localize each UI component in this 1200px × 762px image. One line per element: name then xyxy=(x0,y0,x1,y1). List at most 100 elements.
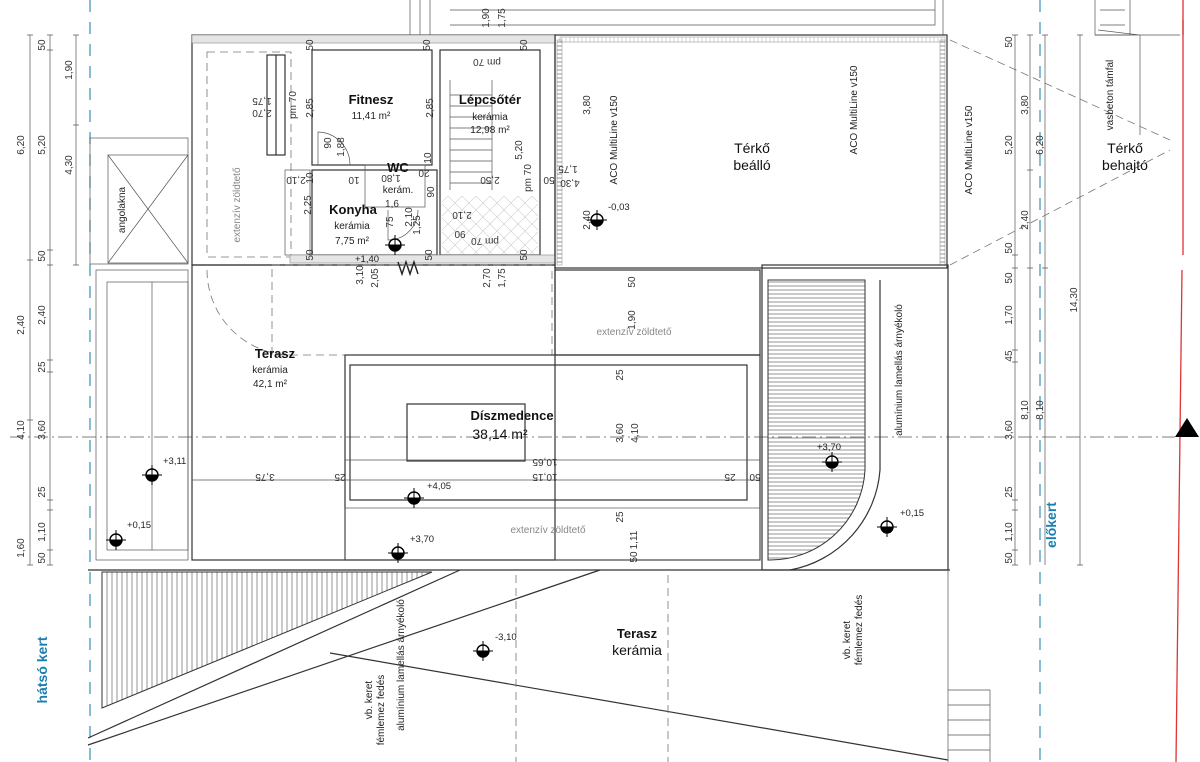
dimension-left: 4,30 xyxy=(64,155,75,175)
elevation-label: +3,70 xyxy=(410,534,434,545)
dimension-right: 50 xyxy=(1004,272,1015,284)
label-aco-1: ACO MultiLine v150 xyxy=(609,95,620,184)
dimension-lines xyxy=(27,34,1083,566)
dimension-interior: 1,6 xyxy=(385,199,399,210)
label-vb-keret-right: vb. keret xyxy=(842,621,853,660)
room-material-lepcsoter: kerámia xyxy=(472,112,508,123)
dimension-interior: 2,85 xyxy=(305,98,316,118)
room-material-konyha: kerámia xyxy=(334,221,370,232)
dimension-right: 45 xyxy=(1004,350,1015,362)
dimension-right: 3,80 xyxy=(1020,95,1031,115)
room-name-terasz-upper: Terasz xyxy=(255,346,296,361)
dimension-interior: 50 xyxy=(519,39,530,51)
dimension-top: 1,90 xyxy=(481,8,492,28)
label-vasbeton-tamfal: vasbeton támfal xyxy=(1105,60,1116,131)
elevation-label: -0,03 xyxy=(608,202,630,213)
left-yard-frame xyxy=(95,269,189,561)
dimension-interior: 06 xyxy=(454,230,466,241)
wall-band xyxy=(191,34,556,44)
dimension-interior: 50 xyxy=(749,471,761,482)
label-terko-beallo-1: Térkő xyxy=(734,140,770,156)
dimension-interior: 2,85 xyxy=(425,98,436,118)
dimension-interior: 2,05 xyxy=(370,268,381,288)
dimension-interior: 10 xyxy=(305,172,316,184)
lamella-shade-bottom xyxy=(101,571,433,709)
dimension-interior: 10 xyxy=(348,174,360,185)
dimension-left: 3,60 xyxy=(37,420,48,440)
dimension-interior: 5,20 xyxy=(514,140,525,160)
left-yard-inner xyxy=(106,281,189,551)
dimension-left: 2,40 xyxy=(16,315,27,335)
dimension-interior: 1,75 xyxy=(497,268,508,288)
dimension-right: 14,30 xyxy=(1069,287,1080,312)
retaining-wall xyxy=(1095,29,1180,135)
dimension-interior: 50 xyxy=(305,39,316,51)
room-name-wc: WC xyxy=(387,160,409,175)
dimension-left: 5,20 xyxy=(37,135,48,155)
room-material-wc: kerám. xyxy=(383,185,414,196)
dimension-interior: 1,11 xyxy=(629,530,640,549)
dimension-left: 1,90 xyxy=(64,60,75,80)
dimension-left: 1,10 xyxy=(37,522,48,542)
column-marker xyxy=(397,259,419,277)
dimension-interior: 10 xyxy=(423,152,434,164)
dimension-right: 6,20 xyxy=(1035,135,1046,155)
wall-band-bottom xyxy=(289,254,556,264)
label-extenziv-zoldteto-2: extenzív zöldtető xyxy=(596,327,671,338)
dimension-interior: 3,75 xyxy=(255,471,275,482)
dimension-interior: 4,10 xyxy=(630,423,641,443)
elevation-marker-icon xyxy=(877,517,897,537)
elevation-marker-icon xyxy=(385,235,405,255)
elevation-marker-icon xyxy=(106,530,126,550)
dimension-interior: 2,70 xyxy=(252,107,272,118)
room-area-konyha: 7,75 m² xyxy=(335,236,370,247)
label-aco-3: ACO MultiLine v150 xyxy=(964,105,975,194)
door-swing xyxy=(317,131,351,166)
elevation-label: +0,15 xyxy=(127,520,151,531)
elevation-marker-icon xyxy=(388,543,408,563)
bottom-frame-diag xyxy=(87,569,601,746)
dimension-interior: 3,10 xyxy=(355,265,366,285)
elevation-marker-icon xyxy=(473,641,493,661)
label-hatso-kert: hátsó kert xyxy=(34,636,50,703)
driveway-dash xyxy=(949,39,1171,266)
dimension-interior: 20 xyxy=(418,167,430,178)
room-area-lepcsoter: 12,98 m² xyxy=(470,125,510,136)
label-femlemez-right: fémlemez fedés xyxy=(854,595,865,666)
dimension-right: 50 xyxy=(1004,552,1015,564)
label-terko-beallo-2: beálló xyxy=(733,157,771,173)
lamella-shade-right xyxy=(767,279,866,561)
dimension-interior: 4,30 xyxy=(560,177,580,188)
dimension-left: 50 xyxy=(37,552,48,564)
room-name-lepcsoter: Lépcsőtér xyxy=(459,92,521,107)
dimension-interior: 2,10 xyxy=(404,207,415,227)
label-aco-2: ACO MultiLine v150 xyxy=(849,65,860,154)
angolakna-frame xyxy=(89,137,189,265)
drain-right xyxy=(939,39,946,266)
dimension-top: 1,75 xyxy=(497,8,508,28)
dimension-interior: pm 70 xyxy=(523,164,534,192)
elevation-marker-icon xyxy=(822,452,842,472)
dimension-interior: 1,90 xyxy=(627,310,638,330)
dimension-right: 1,10 xyxy=(1004,522,1015,542)
pergola-arc xyxy=(789,280,881,571)
dimension-interior: 50 xyxy=(543,174,555,185)
section-marker-icon xyxy=(1175,418,1199,437)
label-extenziv-zoldteto-1: extenzív zöldtető xyxy=(232,167,243,242)
dimension-interior: 2,50 xyxy=(480,174,500,185)
green-roof-strip xyxy=(206,51,292,258)
dimension-interior: 50 xyxy=(422,39,433,51)
dimension-right: 50 xyxy=(1004,242,1015,254)
dimension-interior: 10,65 xyxy=(532,456,557,467)
dimension-interior: 2,25 xyxy=(303,195,314,215)
dimension-interior: 50 xyxy=(305,249,316,261)
angolakna-diag xyxy=(107,154,189,264)
wc-room xyxy=(364,164,426,208)
dimension-right: 8,10 xyxy=(1020,400,1031,420)
dimension-interior: pm 70 xyxy=(288,91,299,119)
dimension-right: 1,70 xyxy=(1004,305,1015,325)
dimension-left: 4,10 xyxy=(16,420,27,440)
dimension-interior: 3,60 xyxy=(615,423,626,443)
dimension-interior: 50 xyxy=(629,551,640,563)
